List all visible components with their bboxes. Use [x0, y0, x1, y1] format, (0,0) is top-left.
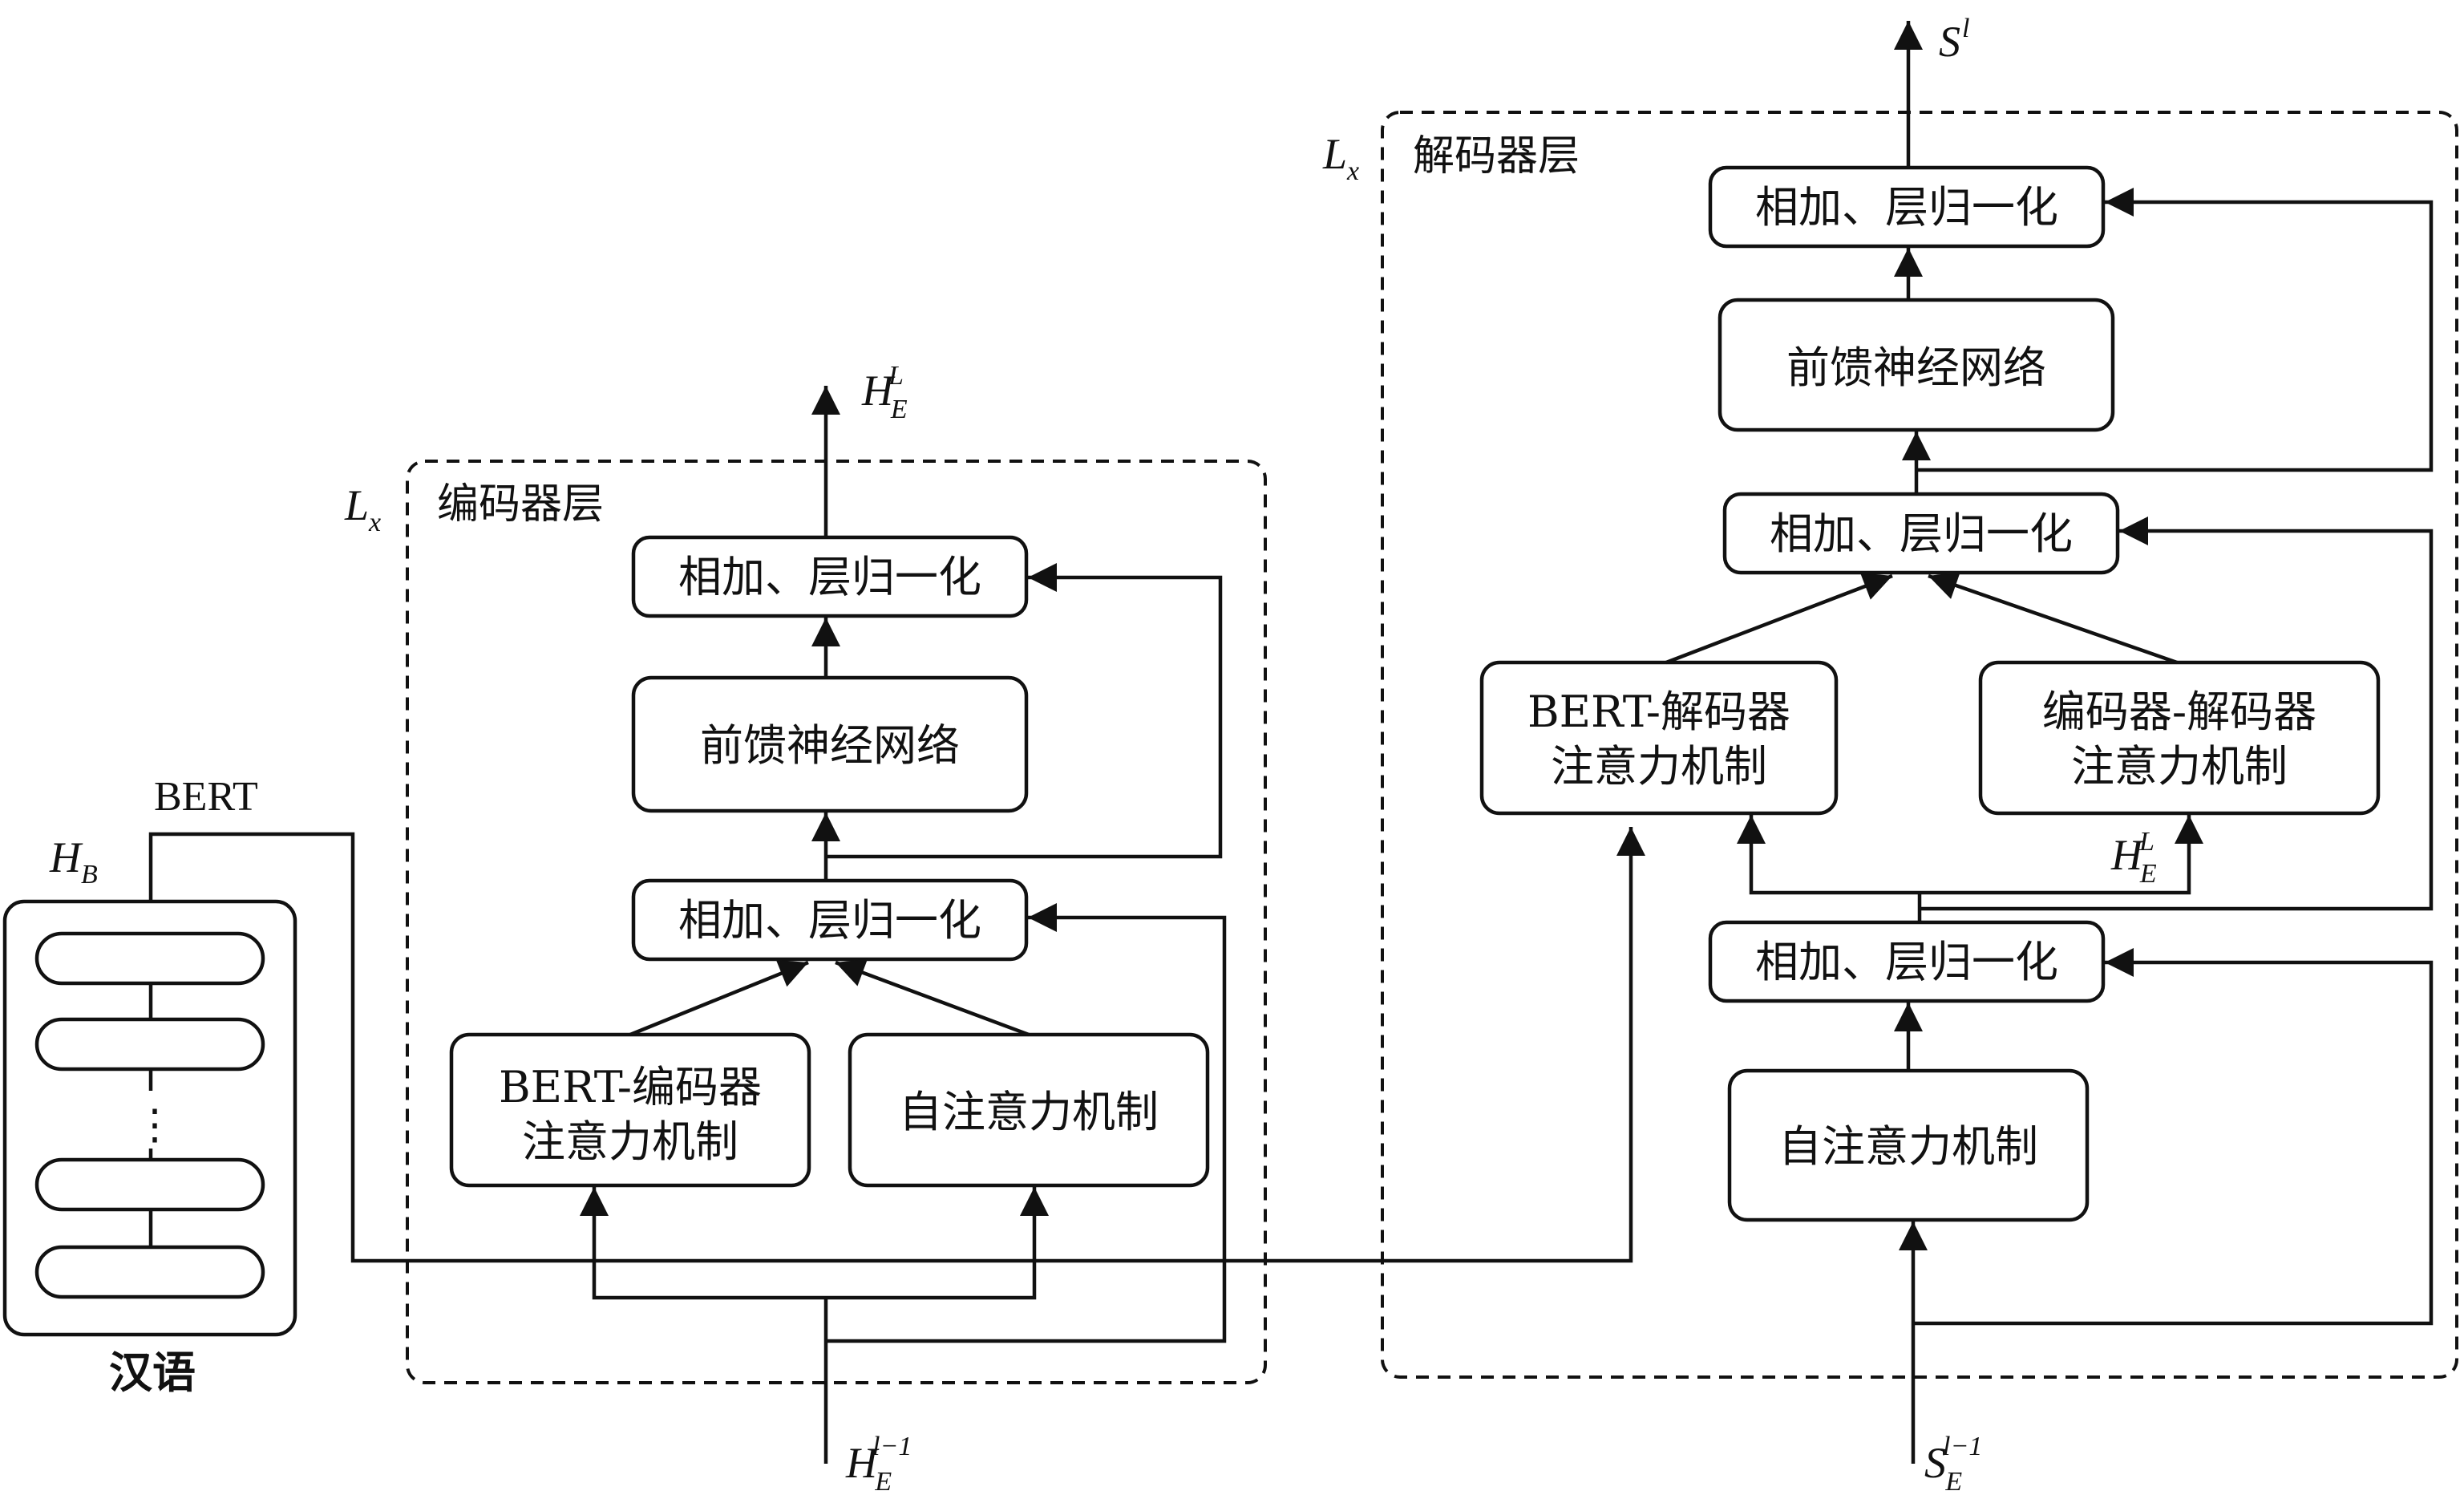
decoder-bert-attention — [1479, 660, 1839, 816]
bert-layer-1 — [34, 931, 265, 986]
encoder-title: 编码器层 — [437, 480, 604, 529]
decoder-add-norm-mid — [1722, 492, 2120, 575]
decoder-ffn — [1718, 298, 2115, 432]
decoder-output-label: Sl — [1939, 14, 1969, 66]
language-label: 汉语 — [109, 1347, 196, 1398]
encoder-add-norm-top-label: 相加、层归一化 — [678, 552, 981, 602]
encoder-ffn-label: 前馈神经网络 — [700, 720, 960, 771]
decoder-enc-dec-attention-line1: 编码器-解码器 — [2042, 687, 2316, 737]
decoder-bert-attention-line2: 注意力机制 — [1551, 741, 1767, 792]
encoder-add-norm-mid-label: 相加、层归一化 — [678, 895, 981, 946]
encoder-output-feed — [1920, 815, 2203, 895]
decoder-add-norm-bottom-label: 相加、层归一化 — [1755, 937, 2058, 987]
bert-hidden-label: HB — [49, 833, 98, 889]
decoder-dashed-frame — [1381, 111, 2458, 1379]
encoder-bert-attention-line2: 注意力机制 — [522, 1116, 738, 1167]
encoder-dashed-frame — [406, 460, 1267, 1384]
bert-output-connector — [148, 827, 1645, 1263]
decoder-add-norm-top-label: 相加、层归一化 — [1755, 182, 2058, 233]
decoder-self-attention-label: 自注意力机制 — [1778, 1121, 2038, 1172]
encoder-add-norm-top — [631, 535, 1029, 618]
bert-label: BERT — [154, 774, 258, 820]
decoder-add-norm-mid-label: 相加、层归一化 — [1770, 508, 2073, 559]
encoder-self-attention-label: 自注意力机制 — [899, 1087, 1159, 1137]
bert-layer-3 — [34, 1157, 265, 1212]
decoder-enc-dec-attention-line2: 注意力机制 — [2071, 741, 2288, 792]
decoder-ffn-label: 前馈神经网络 — [1786, 342, 2046, 393]
decoder-title: 解码器层 — [1413, 132, 1580, 180]
bert-layer-4 — [34, 1245, 265, 1299]
decoder-layer-count: Lx — [1322, 130, 1359, 186]
bert-ellipsis: ⋮ — [134, 1103, 176, 1149]
decoder-bert-attention-line1: BERT-解码器 — [1527, 687, 1790, 737]
decoder-add-norm-bottom — [1708, 920, 2106, 1003]
encoder-ffn — [631, 675, 1029, 813]
encoder-layer: Lx 编码器层 相加、层归一化 前馈神经网络 相加、层归一化 BERT-编码器 … — [344, 361, 1267, 1497]
bert-layer-2 — [34, 1017, 265, 1072]
encoder-bert-attention-line1: BERT-编码器 — [499, 1062, 762, 1112]
bert-panel: ⋮ HB BERT 汉语 — [2, 774, 297, 1398]
decoder-layer: Lx 解码器层 相加、层归一化 前馈神经网络 相加、层归一化 BERT-解码器 … — [1322, 14, 2458, 1497]
encoder-layer-count: Lx — [344, 481, 381, 537]
encoder-add-norm-mid — [631, 878, 1029, 962]
decoder-enc-dec-attention — [1978, 660, 2381, 816]
